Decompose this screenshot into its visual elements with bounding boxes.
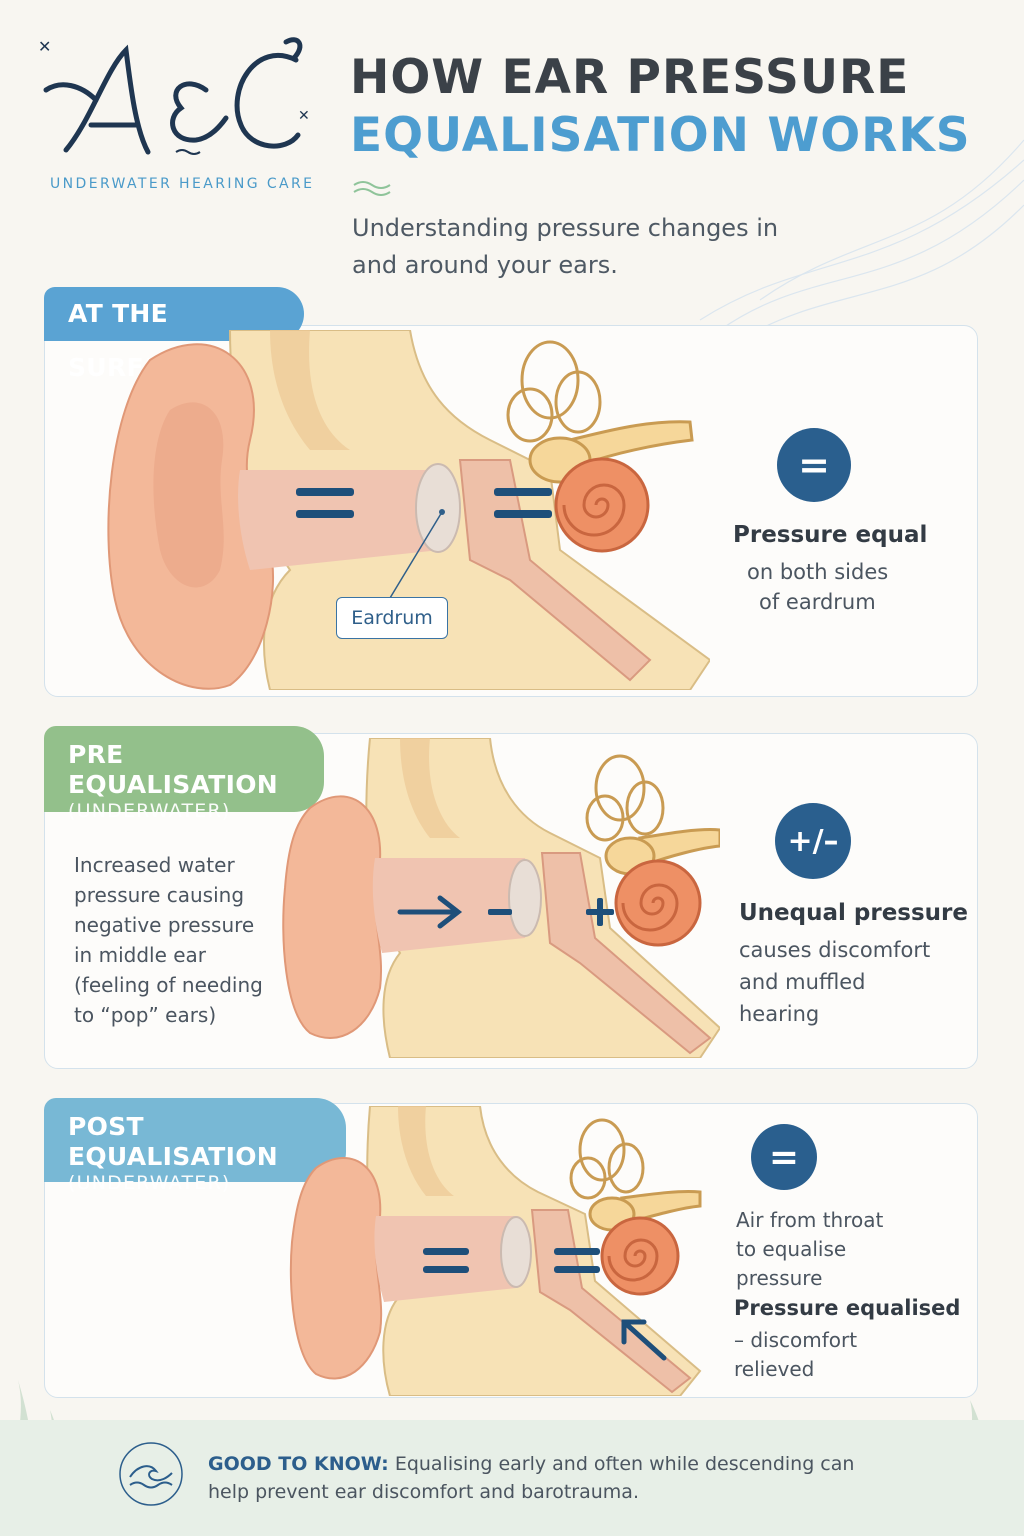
page-title-line1: HOW EAR PRESSURE bbox=[350, 50, 910, 105]
text-line: to equalise bbox=[736, 1237, 847, 1261]
page-title-line2: EQUALISATION WORKS bbox=[350, 108, 971, 163]
ear-diagram-pre-equalisation bbox=[282, 738, 720, 1058]
section-heading: Pressure equal bbox=[733, 522, 928, 548]
text-line: hearing bbox=[739, 1002, 820, 1026]
plus-minus-icon: +/– bbox=[775, 803, 851, 879]
pre-equalisation-explanation: Increased water pressure causing negativ… bbox=[74, 850, 263, 1030]
text-line: pressure causing bbox=[74, 883, 245, 907]
wave-icon bbox=[119, 1442, 183, 1506]
equal-icon bbox=[423, 1248, 600, 1273]
section-subtitle: (UNDERWATER) bbox=[68, 1172, 231, 1194]
minus-sign bbox=[488, 909, 512, 915]
sparkle-icon: ✕ bbox=[38, 37, 51, 56]
footer-banner bbox=[0, 1420, 1024, 1536]
text-line: Air from throat bbox=[736, 1208, 884, 1232]
wave-icon bbox=[353, 181, 391, 196]
good-to-know-label: GOOD TO KNOW: bbox=[208, 1453, 389, 1475]
tab-pre-equalisation: PRE EQUALISATION (UNDERWATER) bbox=[44, 726, 324, 822]
text-line: relieved bbox=[734, 1357, 815, 1381]
eardrum-callout: Eardrum bbox=[336, 597, 448, 639]
text-line: pressure bbox=[736, 1266, 823, 1290]
good-to-know-note: GOOD TO KNOW: Equalising early and often… bbox=[208, 1450, 868, 1506]
plus-sign bbox=[586, 898, 614, 926]
text-line: and muffled bbox=[739, 970, 866, 994]
section-subtitle: (UNDERWATER) bbox=[68, 800, 231, 822]
section-description-line: on both sides bbox=[747, 560, 889, 584]
text-line: to “pop” ears) bbox=[74, 1003, 217, 1027]
good-to-know-text: Equalising early and often while descend… bbox=[208, 1453, 855, 1503]
section-title: PRE EQUALISATION bbox=[68, 740, 278, 799]
section-heading: Unequal pressure bbox=[739, 900, 969, 926]
text-line: – discomfort bbox=[734, 1328, 858, 1352]
brand-tagline: UNDERWATER HEARING CARE bbox=[50, 176, 315, 192]
brand-logo: ✕ ✕ bbox=[38, 37, 310, 155]
section-description-line: of eardrum bbox=[759, 590, 876, 614]
arrow-right-icon bbox=[397, 895, 463, 929]
text-line: negative pressure bbox=[74, 913, 255, 937]
equal-icon bbox=[296, 488, 552, 518]
svg-text:✕: ✕ bbox=[298, 108, 310, 124]
section-pre-text: Air from throat to equalise pressure bbox=[736, 1206, 883, 1293]
arrow-up-left-icon bbox=[621, 1319, 667, 1361]
equal-icon: = bbox=[777, 428, 851, 502]
section-title: POST EQUALISATION bbox=[68, 1112, 278, 1171]
page-subtitle: Understanding pressure changes in and ar… bbox=[352, 214, 779, 279]
ear-diagram-post-equalisation bbox=[289, 1106, 702, 1396]
equal-icon: = bbox=[751, 1124, 817, 1190]
text-line: causes discomfort bbox=[739, 938, 931, 962]
section-heading: Pressure equalised bbox=[734, 1296, 961, 1320]
section-description: – discomfort relieved bbox=[734, 1326, 857, 1384]
text-line: in middle ear bbox=[74, 943, 207, 967]
text-line: (feeling of needing bbox=[74, 973, 263, 997]
section-description: causes discomfort and muffled hearing bbox=[739, 934, 930, 1030]
text-line: Increased water bbox=[74, 853, 235, 877]
tab-post-equalisation: POST EQUALISATION (UNDERWATER) bbox=[44, 1098, 346, 1194]
